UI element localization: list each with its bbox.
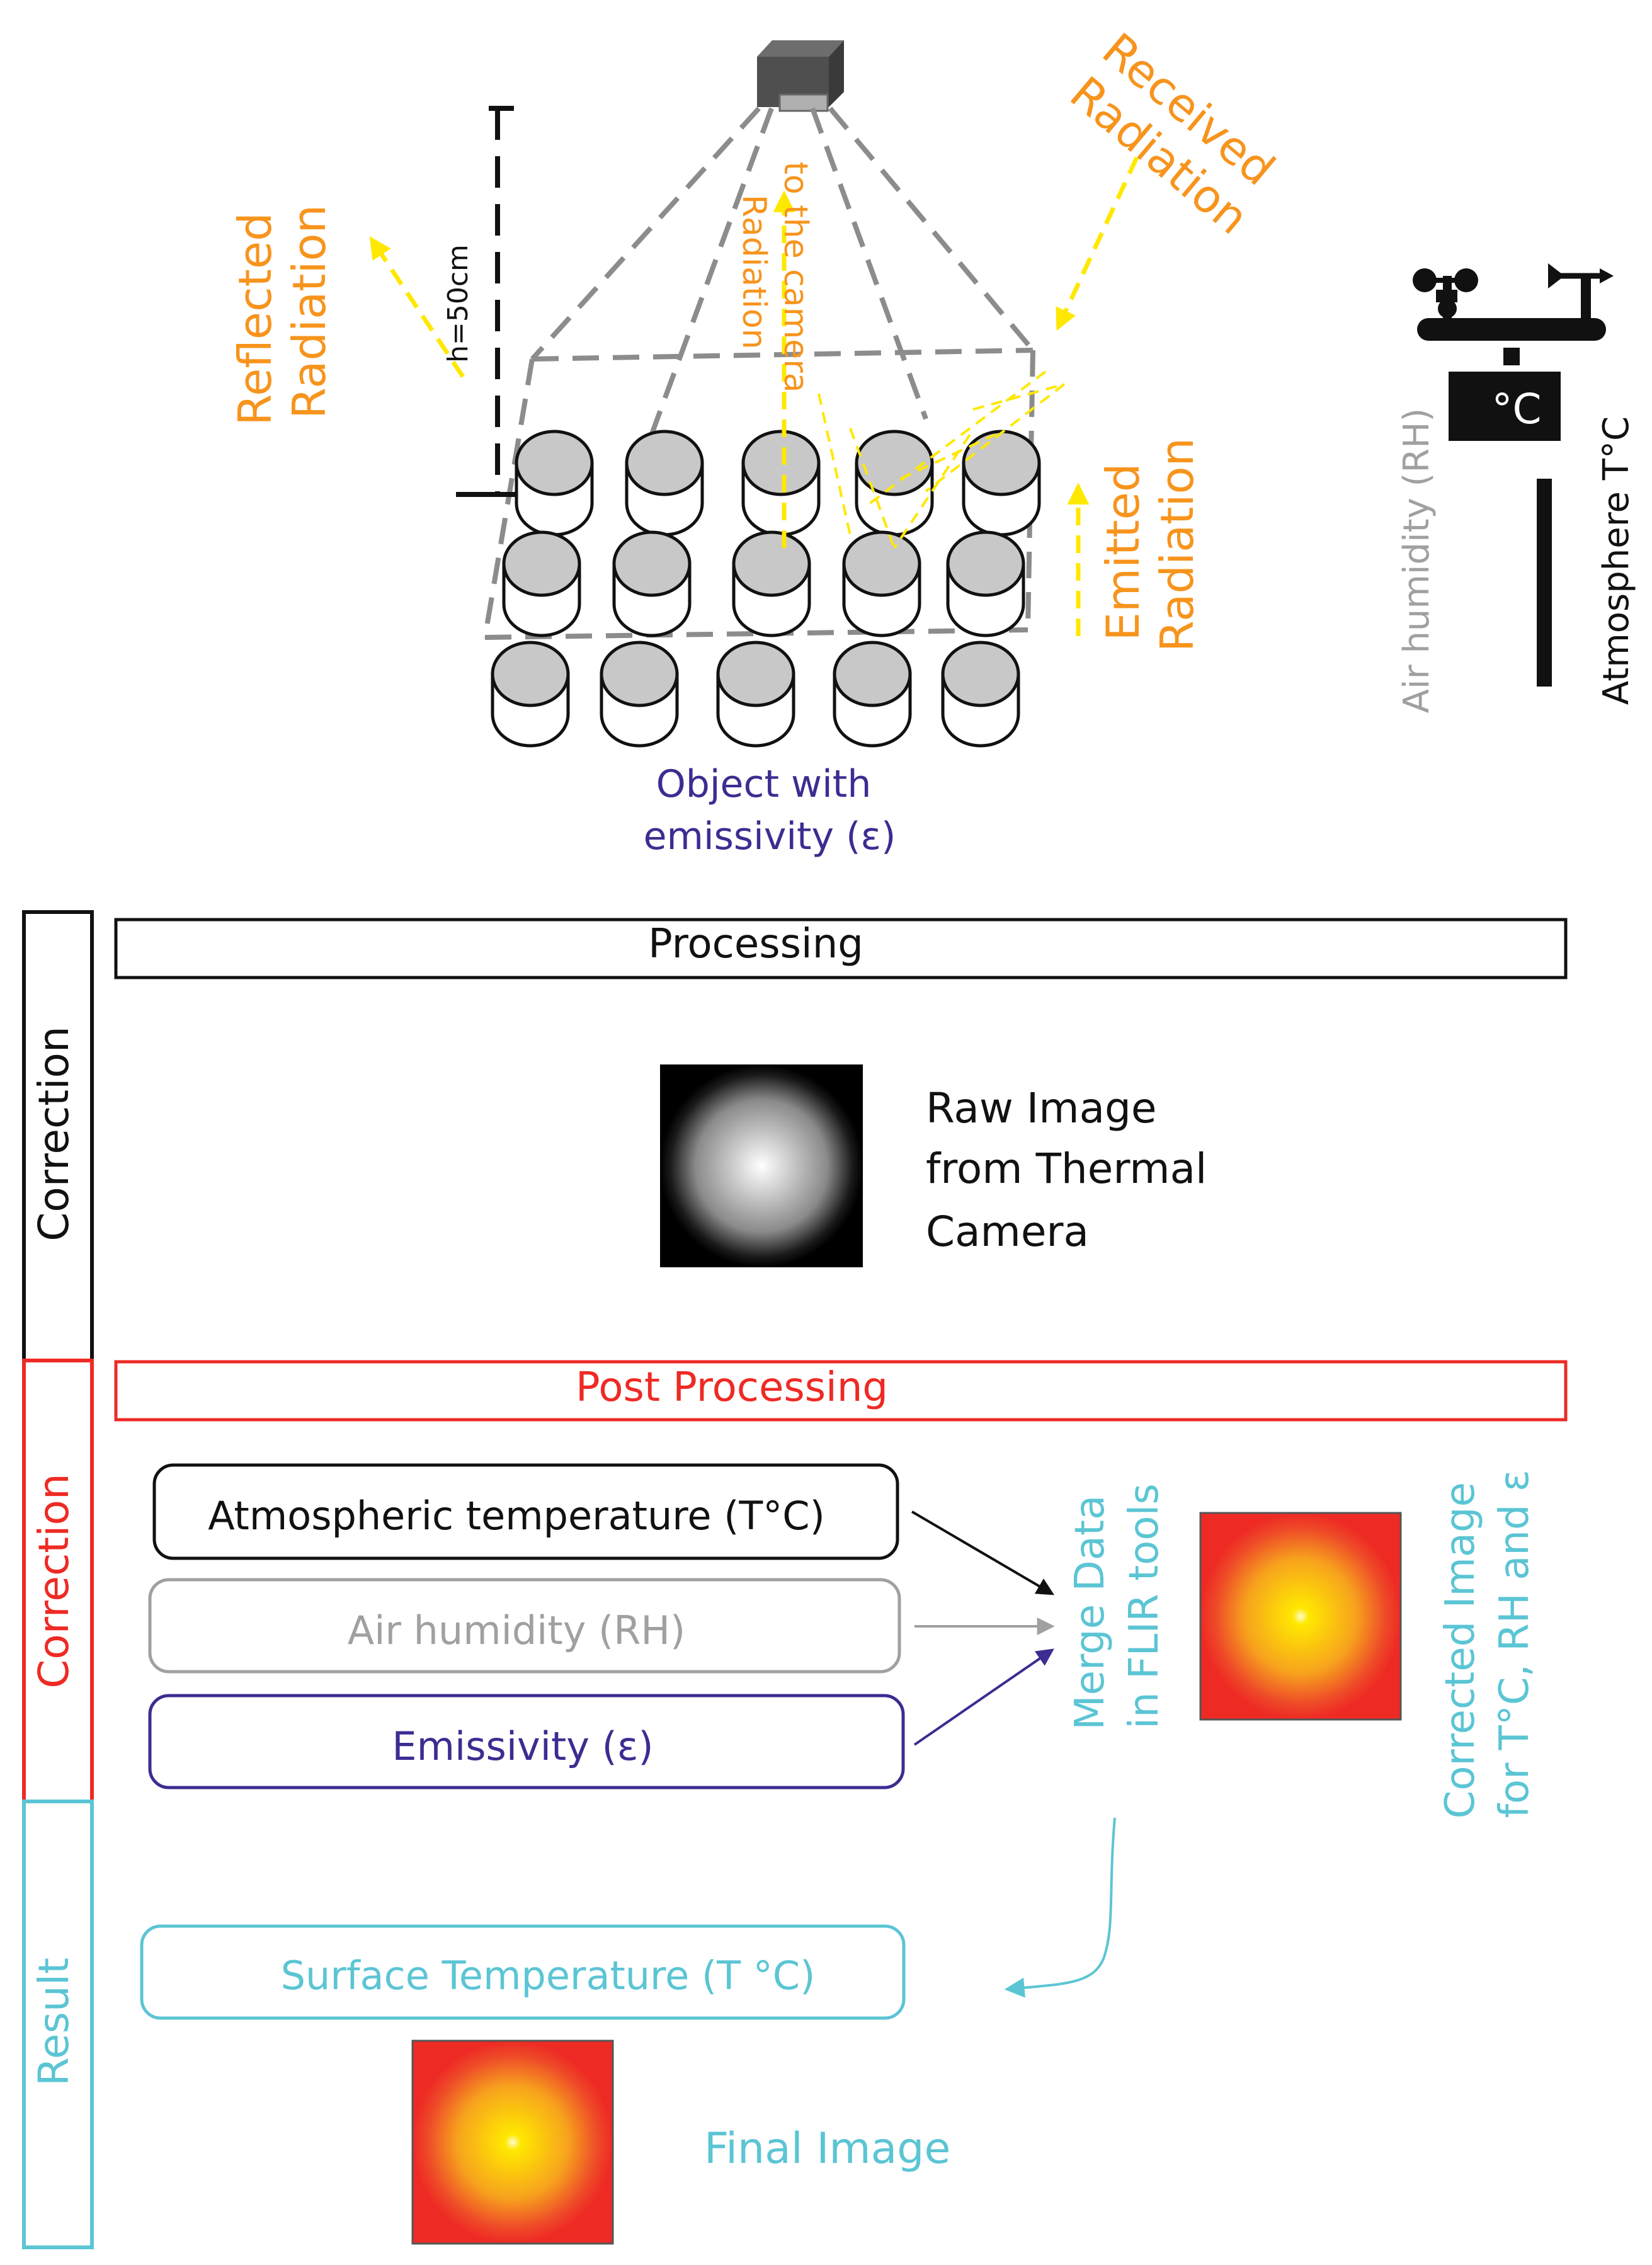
post-processing-title: Post Processing: [576, 1364, 888, 1411]
raw-image-caption: Raw Image from Thermal Camera: [926, 1084, 1220, 1256]
emissivity-arrow: [913, 1648, 1054, 1746]
sample-cup: [625, 430, 704, 537]
post-processing-header: [114, 1360, 1568, 1422]
object-emissivity-label: Object with emissivity (ε): [644, 762, 896, 859]
sample-cup: [491, 641, 570, 748]
air-humidity-label: Air humidity (RH): [1396, 408, 1437, 714]
correction-section-label-2: Correction: [30, 1473, 78, 1688]
result-bar-cyan: [22, 1800, 94, 2249]
sample-cup: [941, 641, 1020, 748]
sensor-unit-label: °C: [1491, 385, 1541, 433]
merge-data-label: Merge Data in FLIR tools: [1067, 1482, 1168, 1730]
result-section-label: Result: [30, 1958, 78, 2086]
received-radiation-arrow: [1056, 156, 1139, 331]
atmospheric-temperature-text: Atmospheric temperature (T°C): [208, 1493, 825, 1539]
processing-header: [114, 918, 1568, 979]
surface-temperature-text: Surface Temperature (T °C): [281, 1953, 816, 1999]
radiation-to-camera-label: Radiation to the camera: [735, 162, 814, 393]
height-label: h=50cm: [442, 244, 474, 363]
emissivity-box: [148, 1694, 905, 1789]
merge-to-result-arrow: [1004, 1817, 1116, 1998]
correction-bar-black: [22, 910, 94, 1362]
height-marker: [456, 106, 523, 497]
sample-cup: [600, 641, 679, 748]
surface-temperature-box: [140, 1924, 906, 2020]
final-thermal-image: [411, 2040, 614, 2245]
reflection-lines: [817, 370, 1066, 549]
sample-cup: [962, 430, 1041, 537]
air-humidity-text: Air humidity (RH): [348, 1607, 685, 1653]
emissivity-text: Emissivity (ε): [392, 1723, 653, 1769]
sample-cup: [612, 530, 692, 637]
weather-station-icon: °C: [1413, 263, 1614, 687]
reflected-radiation-label: Reflected Radiation: [229, 198, 336, 425]
final-image-caption: Final Image: [704, 2124, 950, 2174]
sample-cup: [515, 430, 594, 537]
raw-thermal-image: [660, 1064, 863, 1267]
corrected-thermal-image: [1199, 1512, 1402, 1721]
sample-cup: [502, 530, 581, 637]
sample-cup: [741, 430, 821, 537]
atmosphere-temp-label: Atmosphere T°C: [1596, 416, 1637, 705]
radiation-arrows: [369, 156, 1139, 636]
correction-section-label-1: Correction: [30, 1026, 78, 1241]
sample-cup: [833, 641, 912, 748]
air-humidity-box: [148, 1578, 901, 1674]
received-radiation-label: Received Radiation: [1058, 23, 1296, 247]
thermal-camera-icon: [757, 40, 844, 112]
sample-cup: [716, 641, 795, 748]
sample-cup: [855, 430, 934, 537]
atmospheric-temperature-box: [152, 1463, 899, 1560]
correction-bar-red: [22, 1359, 94, 1803]
processing-title: Processing: [648, 921, 863, 967]
corrected-image-caption: Corrected Image for T°C, RH and ε: [1437, 1469, 1538, 1819]
field-of-view-lines: [482, 106, 1035, 640]
sample-cup: [732, 530, 811, 637]
atm-temp-arrow: [911, 1510, 1055, 1595]
emitted-radiation-label: Emitted Radiation: [1097, 438, 1204, 652]
sample-cup: [946, 530, 1025, 637]
sample-cup: [842, 530, 921, 637]
sample-cups-grid: [491, 430, 1041, 748]
